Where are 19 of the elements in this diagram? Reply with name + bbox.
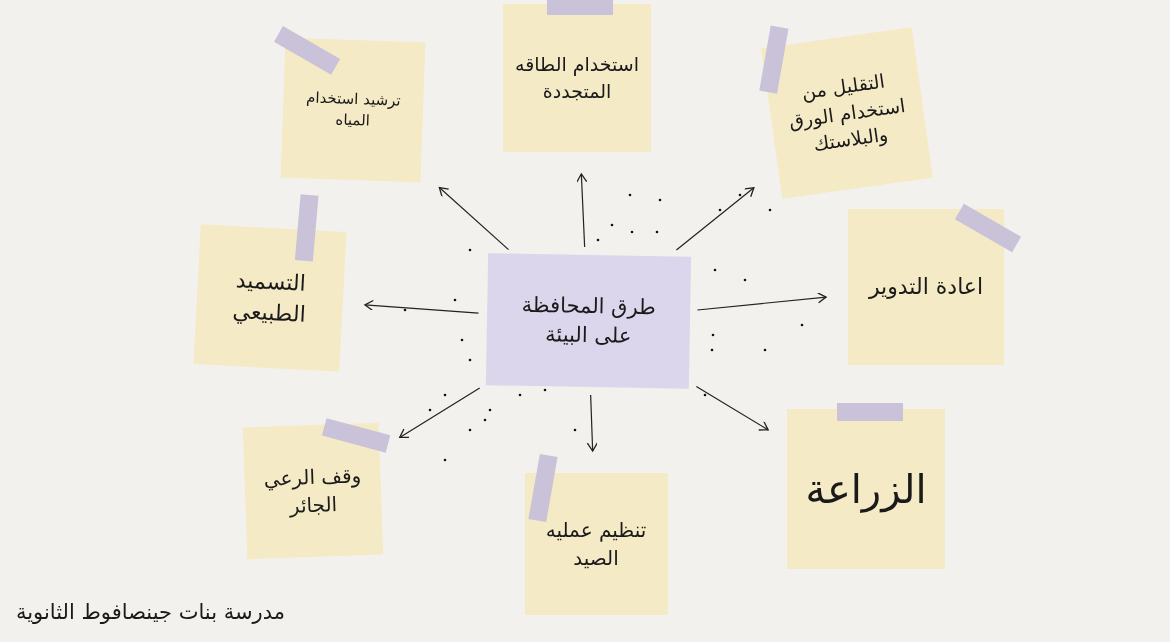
note-text: ترشيد استخدام المياه [304, 87, 402, 132]
topic-box [485, 253, 691, 389]
arrow [576, 173, 588, 248]
note-text: استخدام الطاقه المتجددة [514, 52, 640, 104]
topic-text: طرق المحافظة على البيئة [520, 291, 657, 350]
note-text: الزراعة [804, 465, 928, 515]
school-name: مدرسة بنات جينصافوط الثانوية [16, 600, 285, 624]
arrow [364, 299, 480, 314]
arrow [696, 292, 827, 311]
note-text: اعادة التدوير [867, 272, 985, 301]
arrow [675, 187, 755, 251]
arrow [438, 186, 510, 251]
arrow [586, 394, 598, 452]
note-text: وقف الرعي الجائر [262, 462, 363, 520]
note-text: التقليل من استخدام الورق والبلاستك [786, 68, 908, 158]
arrow [399, 387, 481, 439]
note-text: التسميد الطبيعي [231, 266, 308, 329]
note-text: تنظيم عمليه الصيد [544, 517, 648, 572]
arrow [695, 385, 769, 431]
